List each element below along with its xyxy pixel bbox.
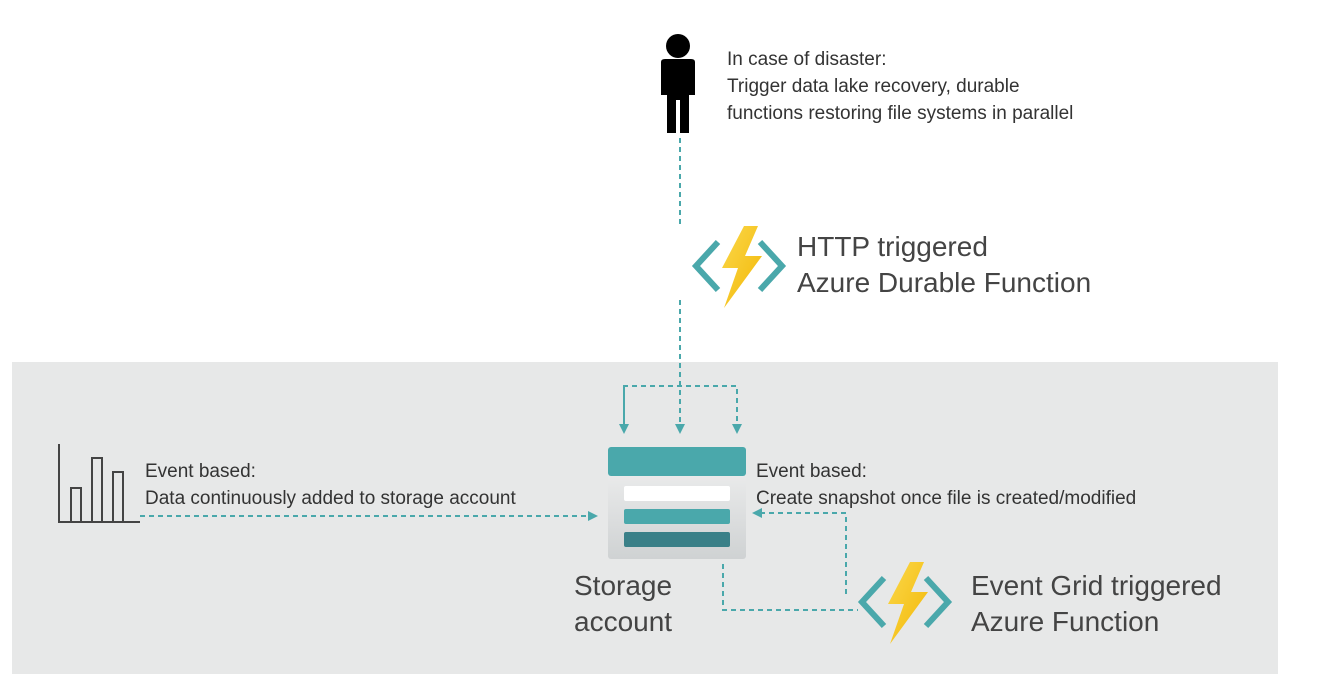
eventgrid-function-label-line: Azure Function [971,606,1160,637]
http-function-label-line: HTTP triggered [797,231,988,262]
function-icon [857,562,953,644]
event-left-line: Event based: [145,461,256,482]
bar-chart-icon [58,444,140,523]
disaster-note: In case of disaster: Trigger data lake r… [727,46,1073,127]
http-function-label-line: Azure Durable Function [797,267,1092,298]
function-icon [691,226,787,308]
event-right-line: Create snapshot once file is created/mod… [756,488,1137,509]
storage-account-label-line: Storage [574,570,673,601]
eventgrid-function-label: Event Grid triggered Azure Function [971,568,1222,640]
event-left-line: Data continuously added to storage accou… [145,488,516,509]
event-right-line: Event based: [756,461,867,482]
http-trigger-connector [619,138,742,434]
storage-account-label-line: account [574,606,673,637]
eventgrid-function-label-line: Event Grid triggered [971,570,1222,601]
disaster-note-line: functions restoring file systems in para… [727,103,1074,124]
snapshot-connector [722,508,858,611]
http-function-label: HTTP triggered Azure Durable Function [797,229,1091,301]
event-based-ingest-label: Event based: Data continuously added to … [145,458,516,512]
storage-account-label: Storage account [574,568,672,640]
storage-account-icon [608,447,746,559]
person-icon [661,34,695,133]
disaster-note-line: In case of disaster: [727,49,887,70]
event-based-snapshot-label: Event based: Create snapshot once file i… [756,458,1136,512]
disaster-note-line: Trigger data lake recovery, durable [727,76,1020,97]
